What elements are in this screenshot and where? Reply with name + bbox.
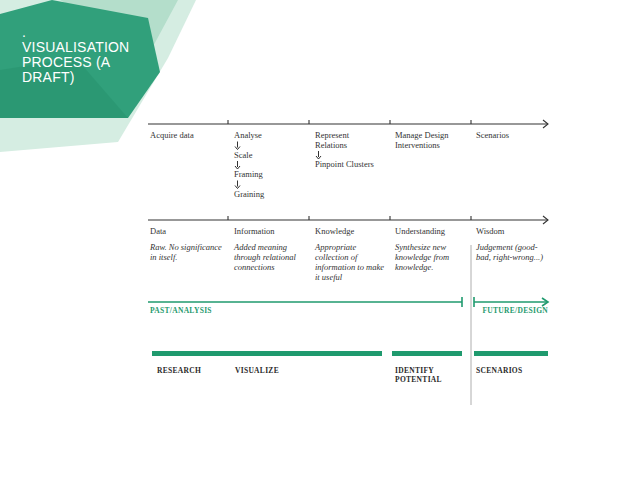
step-label: Pinpoint Clusters [315,160,387,170]
step-label: Scenarios [476,131,546,141]
tick [470,120,471,124]
hexagon-light [0,0,196,152]
stage-bar [474,351,548,356]
timeline-levels [148,216,548,224]
hexagon-decoration [0,0,196,152]
arrow-head [543,216,548,224]
level-description: Judgement (good-bad, right-wrong...) [476,242,548,262]
arrow-shaft [237,181,238,187]
phase-arrows [148,297,548,307]
arrow-head [235,166,240,169]
past-line [148,301,462,303]
step-label: Framing [234,170,306,180]
stage-label: VISUALIZE [235,366,315,375]
tick [473,297,475,307]
step-label: Graining [234,190,306,200]
down-arrow [235,142,240,150]
step-label: Manage Design Interventions [395,131,465,150]
stage-label: RESEARCH [157,366,227,375]
step-label: Acquire data [150,131,225,141]
down-arrow [235,161,240,169]
tick [227,120,228,124]
level-description: Appropriate collection of information to… [315,242,387,282]
level-heading: Understanding [395,227,465,237]
tick [227,216,228,220]
stage-bars [152,351,548,356]
timeline-line [148,219,548,220]
arrow-shaft [237,161,238,167]
step-label: Analyse [234,131,306,141]
tick [308,120,309,124]
tick [461,297,463,307]
timeline-line [148,123,548,124]
arrow-shaft [237,142,238,148]
title-text: VISUALISATION PROCESS (A DRAFT) [22,40,154,85]
title-dot: . [22,25,42,39]
hexagon-main [0,0,160,118]
down-arrow [316,151,321,159]
tick [389,120,390,124]
down-arrows [235,142,321,189]
stage-bar [152,351,382,356]
arrow-head [235,186,240,189]
stage-bar [392,351,462,356]
phase-label: FUTURE/DESIGN [428,306,548,315]
arrow-head [235,147,240,150]
arrow-head [542,298,548,306]
level-description: Added meaning through relational connect… [234,242,306,272]
phase-label: PAST/ANALYSIS [150,306,270,315]
level-heading: Knowledge [315,227,387,237]
arrow-head [543,120,548,128]
level-description: Raw. No significance in itself. [150,242,224,262]
timeline-steps [148,120,548,128]
level-heading: Data [150,227,224,237]
stage-label: SCENARIOS [476,366,546,375]
stage-label: IDENTIFY POTENTIAL [395,366,455,384]
future-line [474,301,548,303]
arrow-shaft [318,151,319,157]
step-label: Scale [234,151,306,161]
tick [470,216,471,220]
step-label: Represent Relations [315,131,373,150]
down-arrow [235,181,240,189]
divider-line [471,245,472,405]
level-heading: Information [234,227,306,237]
tick [308,216,309,220]
arrow-head [316,156,321,159]
tick [389,216,390,220]
level-heading: Wisdom [476,227,548,237]
level-description: Synthesize new knowledge from knowledge. [395,242,465,272]
